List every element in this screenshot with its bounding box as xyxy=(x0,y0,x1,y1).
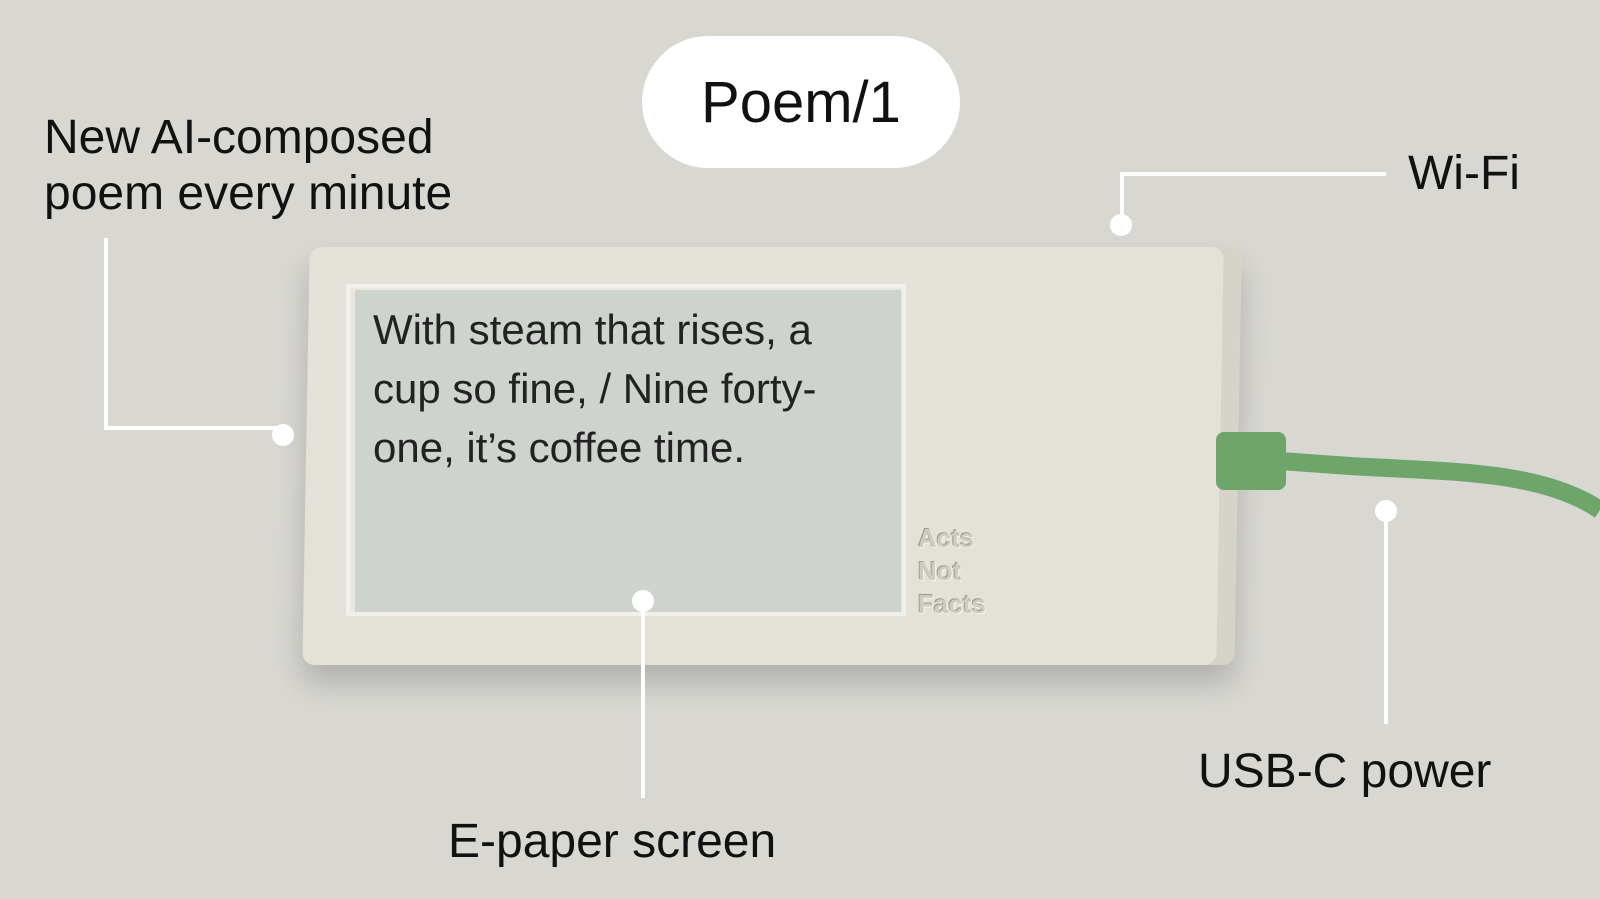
callout-line xyxy=(1384,510,1388,724)
callout-poem-feature: New AI-composed poem every minute xyxy=(44,111,453,220)
callout-line xyxy=(1120,172,1386,176)
brand-line: Not xyxy=(918,556,962,586)
callout-line xyxy=(104,426,280,430)
callout-dot xyxy=(1110,214,1132,236)
callout-wifi: Wi-Fi xyxy=(1408,147,1520,200)
callout-dot xyxy=(272,424,294,446)
usb-c-plug xyxy=(1216,432,1286,490)
product-title: Poem/1 xyxy=(642,36,960,168)
poem-text: With steam that rises, a cup so fine, / … xyxy=(373,306,817,471)
callout-screen: E-paper screen xyxy=(448,815,777,868)
callout-line xyxy=(104,238,108,430)
callout-line xyxy=(641,600,645,798)
brand-line: Acts xyxy=(918,523,975,553)
callout-line xyxy=(1120,172,1124,224)
callout-usb: USB-C power xyxy=(1198,745,1492,798)
brand-line: Facts xyxy=(918,589,986,619)
e-paper-screen xyxy=(355,290,901,612)
brand-emboss: Acts Not Facts xyxy=(918,522,986,621)
